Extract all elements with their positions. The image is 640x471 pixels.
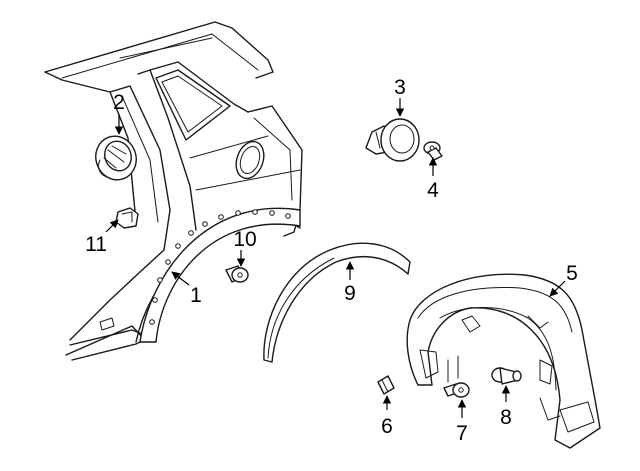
callout-4: 4 xyxy=(427,179,439,202)
callout-1: 1 xyxy=(190,284,202,307)
part-9-wheel-flare-molding xyxy=(263,242,411,363)
callout-10: 10 xyxy=(233,228,256,251)
part-2-fuel-housing xyxy=(95,135,137,181)
part-5-wheelhouse-liner xyxy=(406,273,601,449)
callout-2: 2 xyxy=(113,91,125,114)
quarter-panel-body xyxy=(44,21,303,361)
callout-8: 8 xyxy=(500,406,512,429)
callout-6: 6 xyxy=(381,415,393,438)
part-10-bolt xyxy=(225,265,249,283)
callout-labels: 1 2 3 4 5 6 7 8 9 10 11 xyxy=(85,76,578,445)
callout-11: 11 xyxy=(85,233,107,256)
part-7-screw xyxy=(443,382,470,398)
part-4-screw xyxy=(423,141,443,161)
leader-lines xyxy=(105,98,566,418)
callout-9: 9 xyxy=(344,282,356,305)
callout-7: 7 xyxy=(456,422,468,445)
callout-5: 5 xyxy=(566,262,578,285)
part-6-bracket xyxy=(377,375,395,395)
part-3-fuel-door xyxy=(365,118,420,162)
part-11-clip xyxy=(115,207,139,229)
part-8-retainer xyxy=(491,367,522,385)
callout-3: 3 xyxy=(394,76,406,99)
